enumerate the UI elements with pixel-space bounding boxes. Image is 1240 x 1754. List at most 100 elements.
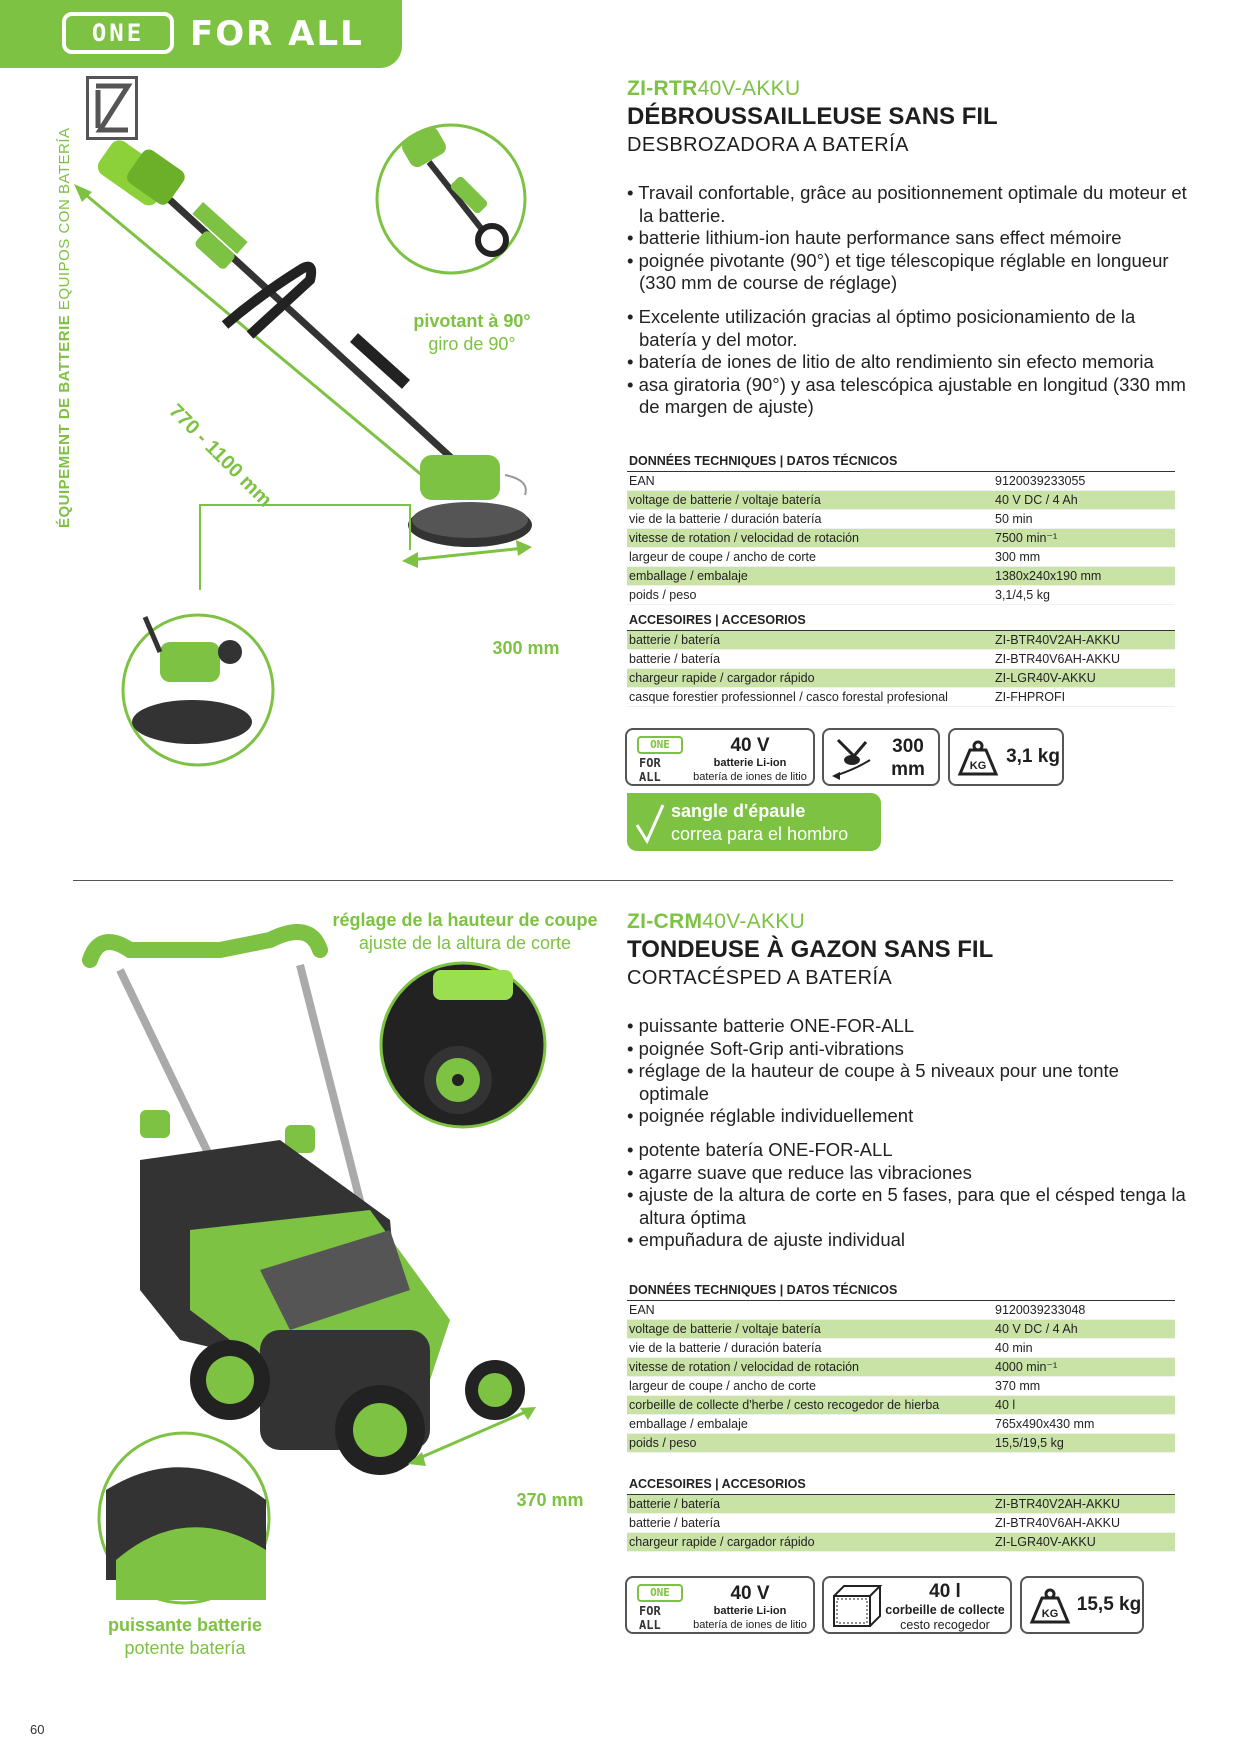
table-row: casque forestier professionnel / casco f…	[627, 687, 1175, 707]
table-row: vitesse de rotation / velocidad de rotac…	[627, 1357, 1175, 1377]
battery-type-fr: batterie Li-ion	[713, 757, 787, 769]
feature-item: asa giratoria (90°) y asa telescópica aj…	[627, 374, 1187, 419]
feature-item: Travail confortable, grâce au positionne…	[627, 182, 1187, 227]
kg-label: KG	[1041, 1608, 1059, 1620]
height-adjust-detail-circle	[379, 961, 547, 1129]
feature-item: poignée pivotante (90°) et tige télescop…	[627, 250, 1187, 295]
battery-badge: ONE FOR ALL 40 V batterie Li-ion batería…	[625, 1576, 815, 1634]
pivot-callout-es: giro de 90°	[428, 334, 516, 354]
basket-value: 40 l	[929, 1581, 961, 1602]
handle-detail-circle	[375, 123, 527, 275]
product1-code: ZI-RTR40V-AKKU	[627, 77, 801, 100]
page-number: 60	[30, 1722, 45, 1737]
battery-callout-fr: puissante batterie	[107, 1615, 263, 1635]
product1-features-fr: Travail confortable, grâce au positionne…	[627, 182, 1187, 295]
cut-width-value: 300	[892, 736, 924, 757]
basket-label-es: cesto recogedor	[900, 1618, 990, 1632]
voltage-value: 40 V	[730, 735, 770, 756]
voltage-value: 40 V	[730, 1583, 770, 1604]
weight-icon	[957, 740, 999, 776]
feature-item: potente batería ONE-FOR-ALL	[627, 1139, 1187, 1162]
weight-badge: KG 15,5 kg	[1020, 1576, 1144, 1634]
product2-features-fr: puissante batterie ONE-FOR-ALL poignée S…	[627, 1015, 1187, 1128]
pivot-callout-fr: pivotant à 90°	[413, 311, 531, 331]
table-row: vitesse de rotation / velocidad de rotac…	[627, 528, 1175, 548]
cut-width-label: 370 mm	[516, 1490, 584, 1510]
product1-features-es: Excelente utilización gracias al óptimo …	[627, 306, 1187, 419]
trimmer-illustration	[74, 140, 532, 590]
feature-item: puissante batterie ONE-FOR-ALL	[627, 1015, 1187, 1038]
product1-accessories-table: ACCESOIRES | ACCESORIOS batterie / bater…	[627, 611, 1175, 707]
weight-badge: KG 3,1 kg	[948, 728, 1064, 786]
product1-title-es: DESBROZADORA A BATERÍA	[627, 134, 909, 156]
kg-label: KG	[969, 760, 987, 772]
table-header: DONNÉES TECHNIQUES | DATOS TÉCNICOS	[627, 1281, 1175, 1301]
battery-type-es: batería de iones de litio	[693, 771, 807, 783]
feature-item: ajuste de la altura de corte en 5 fases,…	[627, 1184, 1187, 1229]
table-header: ACCESOIRES | ACCESORIOS	[627, 1475, 1175, 1495]
table-header: ACCESOIRES | ACCESORIOS	[627, 611, 1175, 631]
head-detail-circle	[121, 613, 275, 767]
height-callout-es: ajuste de la altura de corte	[358, 933, 572, 953]
cut-width-unit: mm	[891, 759, 925, 780]
feature-item: empuñadura de ajuste individual	[627, 1229, 1187, 1252]
forall-mini-logo: FOR ALL	[639, 1604, 661, 1632]
feature-item: batterie lithium-ion haute performance s…	[627, 227, 1187, 250]
cut-width-label: 300 mm	[492, 638, 560, 658]
product1-title-fr: DÉBROUSSAILLEUSE SANS FIL	[627, 103, 998, 130]
table-header: DONNÉES TECHNIQUES | DATOS TÉCNICOS	[627, 452, 1175, 472]
battery-type-es: batería de iones de litio	[693, 1619, 807, 1631]
battery-callout-es: potente batería	[124, 1638, 246, 1658]
section-divider	[73, 880, 1173, 881]
feature-item: poignée Soft-Grip anti-vibrations	[627, 1038, 1187, 1061]
product2-accessories-table: ACCESOIRES | ACCESORIOS batterie / bater…	[627, 1475, 1175, 1552]
product2-code: ZI-CRM40V-AKKU	[627, 910, 806, 933]
feature-item: Excelente utilización gracias al óptimo …	[627, 306, 1187, 351]
weight-value: 3,1 kg	[1006, 746, 1060, 767]
table-row: corbeille de collecte d'herbe / cesto re…	[627, 1395, 1175, 1415]
battery-type-fr: batterie Li-ion	[713, 1605, 787, 1617]
feature-item: réglage de la hauteur de coupe à 5 nivea…	[627, 1060, 1187, 1105]
weight-icon	[1029, 1588, 1071, 1624]
battery-badge: ONE FOR ALL 40 V batterie Li-ion batería…	[625, 728, 815, 786]
one-mini-logo: ONE	[637, 736, 683, 754]
basket-badge: 40 l corbeille de collecte cesto recoged…	[822, 1576, 1012, 1634]
one-logo: ONE	[62, 12, 174, 54]
forall-mini-logo: FOR ALL	[639, 756, 661, 784]
basket-label-fr: corbeille de collecte	[885, 1603, 1005, 1617]
brand-header: ONE FOR ALL	[0, 0, 402, 68]
for-all-logo: FOR ALL	[190, 14, 364, 54]
shoulder-strap-badge: sangle d'épaule correa para el hombro	[627, 793, 881, 851]
product2-title-es: CORTACÉSPED A BATERÍA	[627, 967, 893, 989]
weight-value: 15,5 kg	[1076, 1594, 1142, 1615]
shoulder-strap-fr: sangle d'épaule	[671, 801, 806, 821]
checkmark-icon	[635, 804, 665, 845]
product2-title-fr: TONDEUSE À GAZON SANS FIL	[627, 936, 994, 963]
cut-width-icon	[832, 738, 871, 780]
feature-item: poignée réglable individuellement	[627, 1105, 1187, 1128]
battery-detail-circle	[97, 1431, 271, 1605]
height-callout-fr: réglage de la hauteur de coupe	[332, 910, 598, 930]
feature-item: agarre suave que reduce las vibraciones	[627, 1162, 1187, 1185]
feature-item: batería de iones de litio de alto rendim…	[627, 351, 1187, 374]
one-mini-logo: ONE	[637, 1584, 683, 1602]
